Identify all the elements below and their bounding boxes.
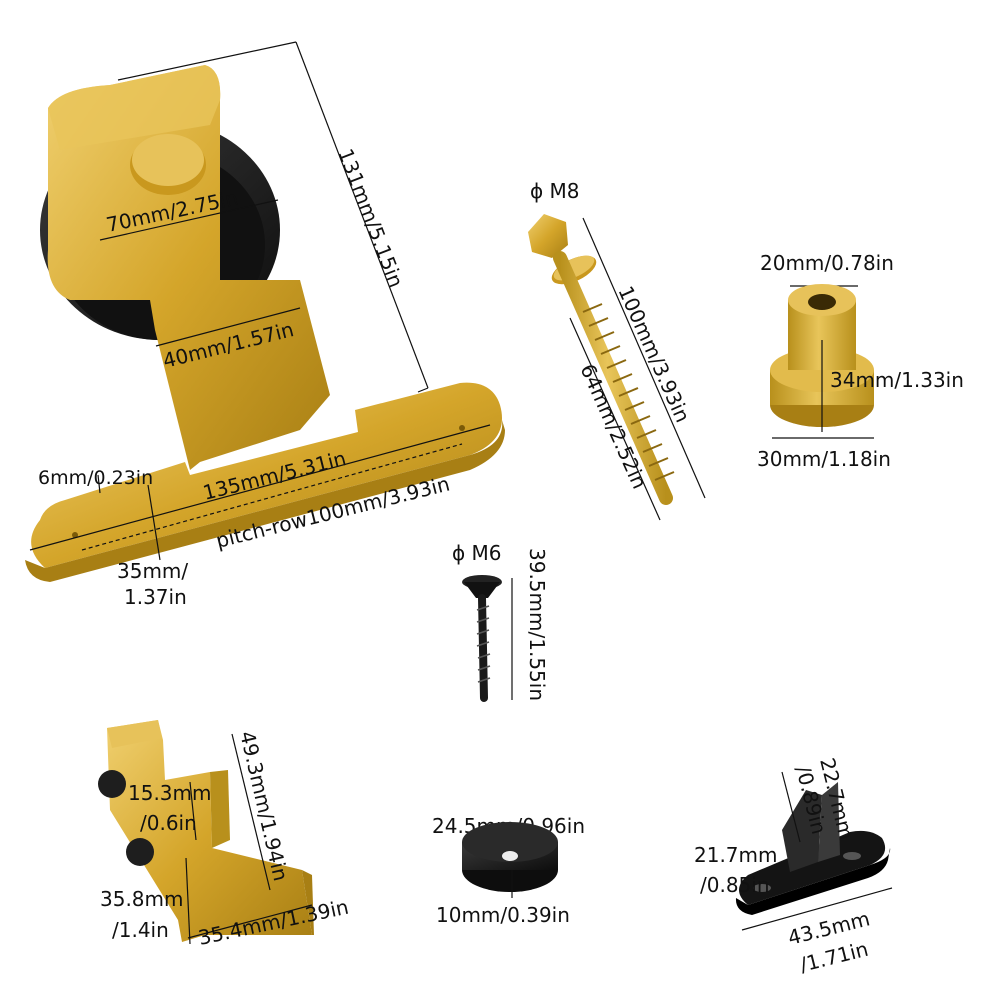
m8-threads xyxy=(582,303,675,481)
stopper-bumper-bottom xyxy=(126,838,154,866)
floor-guide-width-a: 21.7mm xyxy=(694,843,778,867)
plate-thickness-label: 6mm/0.23in xyxy=(38,467,153,489)
m6-screw-shank xyxy=(478,594,488,702)
stopper-dim-15-b: /0.6in xyxy=(140,811,197,835)
plate-hole-left xyxy=(72,532,78,538)
puck-top xyxy=(462,822,558,862)
m8-bolt-head xyxy=(528,214,568,258)
m6-title: ϕ M6 xyxy=(452,541,502,565)
plate-width-label-b: 1.37in xyxy=(124,585,187,609)
plate-hole-right xyxy=(459,425,465,431)
m8-title: ϕ M8 xyxy=(530,179,580,203)
spacer-height-label: 34mm/1.33in xyxy=(830,368,964,392)
m8-lag-bolt: ϕ M8 100mm/3.93in 64mm/2.52in xyxy=(528,179,706,521)
m6-screw: ϕ M6 39.5mm/1.55in xyxy=(452,541,549,702)
floor-guide-base xyxy=(739,830,886,905)
rubber-puck: 24.5mm/0.96in 10mm/0.39in xyxy=(432,814,585,927)
roller-strap xyxy=(47,65,330,470)
floor-guide-hole-left xyxy=(753,884,771,892)
puck-height-label: 10mm/0.39in xyxy=(436,903,570,927)
spacer-base-label: 30mm/1.18in xyxy=(757,447,891,471)
stopper-dim-35-8-b: /1.4in xyxy=(112,918,169,942)
floor-guide-hole-right xyxy=(843,852,861,860)
floor-guide-fin-right xyxy=(818,782,840,862)
m6-length-label: 39.5mm/1.55in xyxy=(525,548,549,701)
roller-assembly: 131mm/5.15in 70mm/2.75in 40mm/1.57in 6mm… xyxy=(25,41,505,609)
stopper-dim-35-8-a: 35.8mm xyxy=(100,887,184,911)
puck-hole xyxy=(502,851,518,861)
stopper: 15.3mm /0.6in 49.3mm/1.94in 35.8mm /1.4i… xyxy=(98,720,351,950)
floor-guide-width-b: /0.85in xyxy=(700,873,770,897)
floor-guide-fin-left xyxy=(782,790,822,872)
m8-shank xyxy=(553,251,673,505)
roller-base-plate xyxy=(31,382,502,568)
roller-height-label: 131mm/5.15in xyxy=(333,145,408,291)
plate-width-label-a: 35mm/ xyxy=(117,559,188,583)
spacer: 20mm/0.78in 34mm/1.33in 30mm/1.18in xyxy=(757,251,964,471)
spacer-bore xyxy=(808,294,836,310)
stopper-bumper-top xyxy=(98,770,126,798)
spacer-top-label: 20mm/0.78in xyxy=(760,251,894,275)
stopper-dim-15-a: 15.3mm xyxy=(128,781,212,805)
floor-guide: 22.7mm /0.89in 21.7mm /0.85in 43.5mm /1.… xyxy=(694,755,893,977)
stopper-body xyxy=(107,720,312,942)
